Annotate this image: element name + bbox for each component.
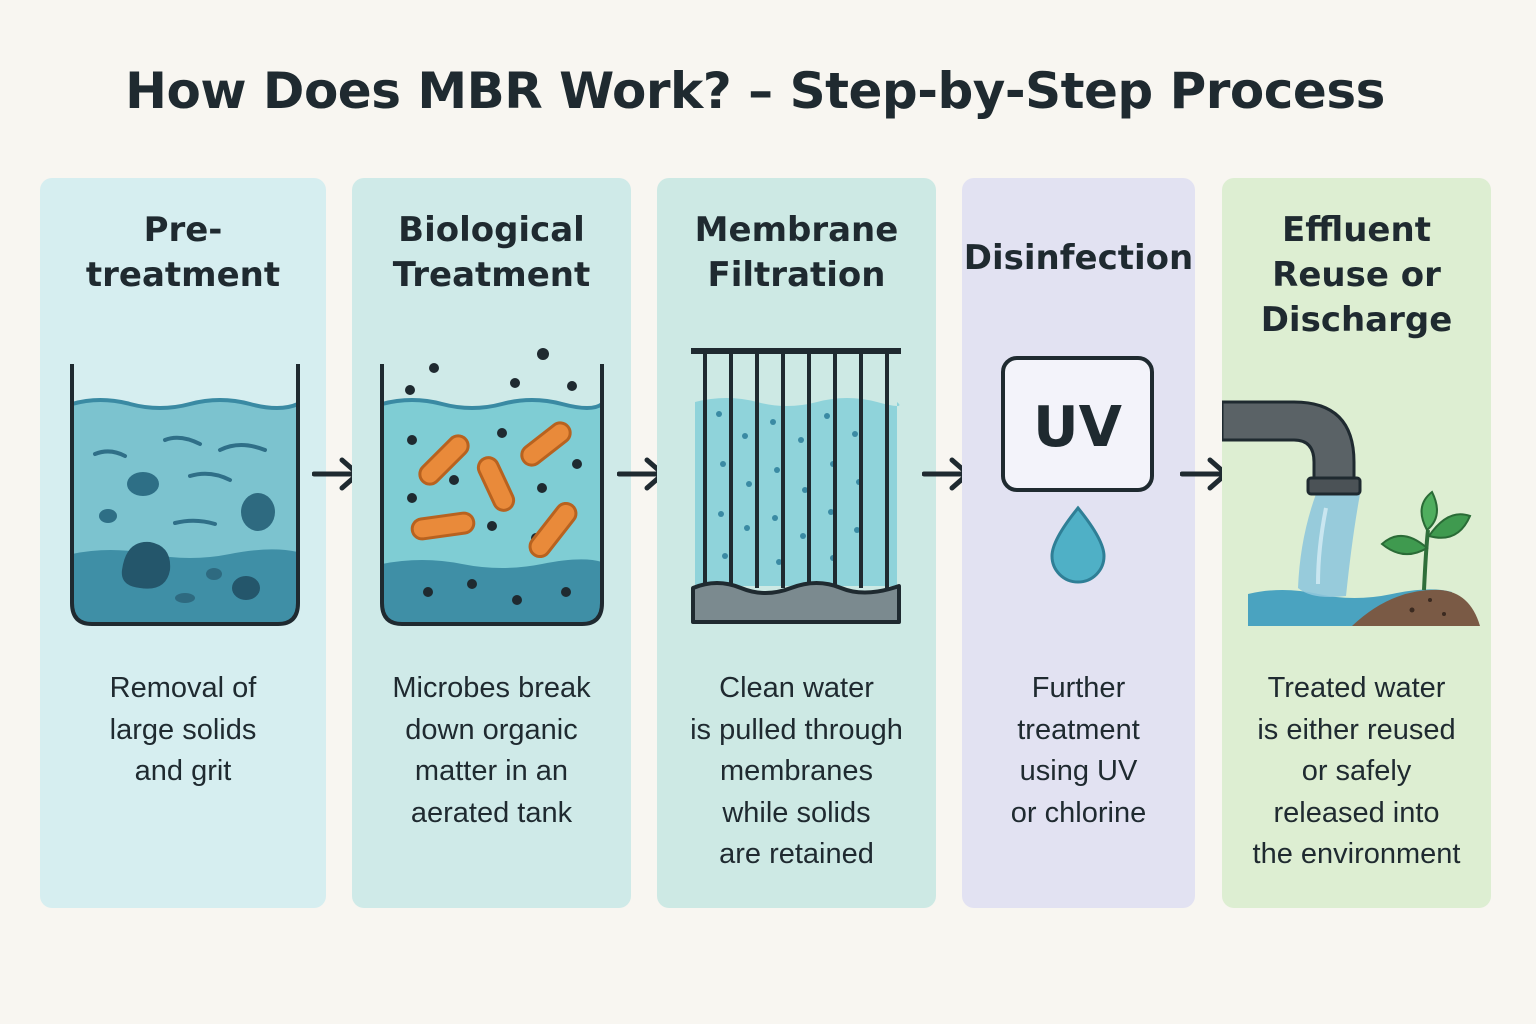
step-title: Membrane Filtration	[694, 210, 899, 295]
step-description: Treated water is either reused or safely…	[1252, 672, 1461, 870]
pipe-outlet-icon	[1222, 400, 1480, 626]
step-description: Further treatment using UV or chlorine	[1010, 672, 1147, 829]
step-pretreatment: Pre- treatment Removal of large solids a…	[40, 178, 326, 908]
step-disinfection: Disinfection UV Further treatment using …	[962, 178, 1195, 908]
tank-bacteria-icon	[380, 348, 604, 626]
tank-solids-icon	[70, 364, 300, 626]
plant-icon	[1380, 490, 1472, 591]
step-effluent-reuse-or-discharge: Effluent Reuse or Discharge Treated wate…	[1222, 178, 1491, 908]
water-drop-icon	[1050, 505, 1106, 584]
membrane-filter-icon	[691, 348, 901, 624]
step-title: Effluent Reuse or Discharge	[1260, 210, 1453, 340]
step-biological-treatment: Biological Treatment Microbes break down…	[352, 178, 631, 908]
step-description: Removal of large solids and grit	[109, 672, 257, 787]
step-description: Clean water is pulled through membranes …	[690, 672, 903, 870]
page-title: How Does MBR Work? – Step-by-Step Proces…	[125, 62, 1385, 120]
step-title: Disinfection	[963, 238, 1194, 278]
step-membrane-filtration: Membrane Filtration Clean water is pulle…	[657, 178, 936, 908]
step-description: Microbes break down organic matter in an…	[392, 672, 591, 829]
step-title: Pre- treatment	[85, 210, 281, 295]
step-title: Biological Treatment	[392, 210, 591, 295]
uv-lamp-icon: UV	[1001, 356, 1154, 584]
uv-badge-label: UV	[1033, 395, 1122, 460]
